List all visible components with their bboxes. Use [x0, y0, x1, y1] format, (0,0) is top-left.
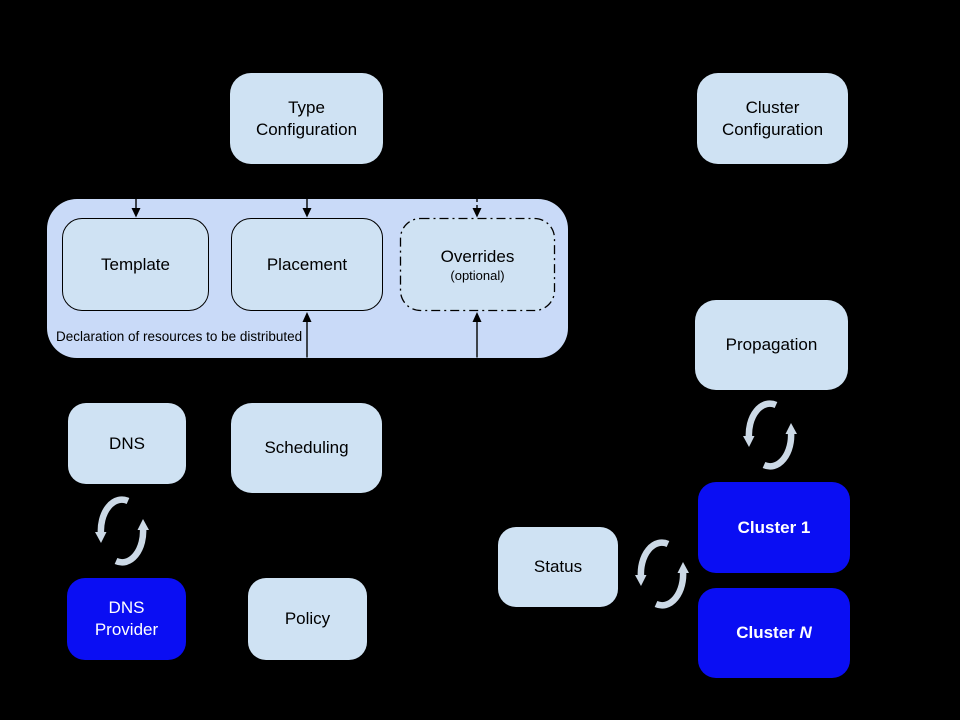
- node-dns-provider: DNS Provider: [67, 578, 186, 660]
- node-scheduling: Scheduling: [231, 403, 382, 493]
- declaration-caption: Declaration of resources to be distribut…: [56, 329, 303, 344]
- node-placement: Placement: [231, 218, 383, 311]
- node-overrides-sublabel: (optional): [450, 267, 505, 283]
- node-type-configuration-label: Type Configuration: [255, 97, 358, 139]
- node-dns-provider-label: DNS Provider: [94, 598, 159, 639]
- node-dns: DNS: [68, 403, 186, 484]
- node-status-label: Status: [533, 557, 583, 576]
- sync-icon-status: [635, 543, 689, 606]
- node-cluster-configuration: Cluster Configuration: [697, 73, 848, 164]
- node-propagation-label: Propagation: [725, 335, 818, 354]
- sync-icon-propagation: [743, 404, 797, 467]
- node-template: Template: [62, 218, 209, 311]
- node-status: Status: [498, 527, 618, 607]
- node-cluster-1-label: Cluster 1: [737, 517, 811, 537]
- node-dns-label: DNS: [109, 433, 145, 453]
- node-template-label: Template: [101, 254, 170, 274]
- node-scheduling-label: Scheduling: [264, 438, 349, 457]
- node-policy: Policy: [248, 578, 367, 660]
- node-cluster-n-label: Cluster N: [736, 623, 812, 642]
- node-cluster-1: Cluster 1: [698, 482, 850, 573]
- node-overrides-label: Overrides: [440, 246, 515, 266]
- node-propagation: Propagation: [695, 300, 848, 390]
- node-cluster-configuration-label: Cluster Configuration: [721, 97, 824, 139]
- node-type-configuration: Type Configuration: [230, 73, 383, 164]
- node-overrides: Overrides (optional): [400, 218, 555, 311]
- node-cluster-n: Cluster N: [698, 588, 850, 678]
- node-policy-label: Policy: [284, 609, 331, 628]
- sync-icon-dns: [95, 500, 149, 563]
- node-placement-label: Placement: [266, 254, 348, 274]
